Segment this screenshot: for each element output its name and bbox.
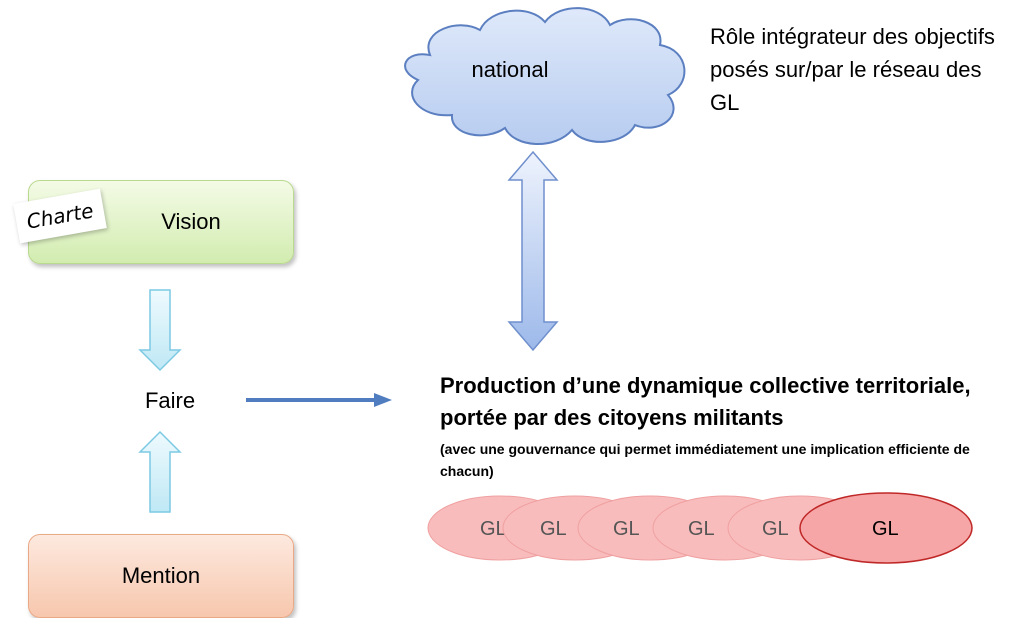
gl-label: GL — [762, 518, 789, 540]
role-description: Rôle intégrateur des objectifs posés sur… — [710, 24, 995, 115]
gl-network: GL GL GL GL GL GL — [427, 492, 973, 564]
charte-label: Charte — [24, 198, 96, 234]
vision-label: Vision — [161, 209, 221, 234]
gl-label: GL — [480, 518, 507, 540]
production-subtitle: (avec une gouvernance qui permet immédia… — [440, 441, 970, 479]
production-title: Production d’une dynamique collective te… — [440, 373, 971, 430]
mention-label: Mention — [121, 563, 201, 588]
mention-to-faire-arrow — [138, 430, 182, 513]
faire-to-production-connector — [246, 393, 392, 407]
vision-to-faire-arrow — [138, 289, 182, 372]
gl-label: GL — [688, 518, 715, 540]
gl-node-highlighted: GL — [799, 492, 973, 564]
gl-label: GL — [613, 518, 640, 540]
cloud-shape — [404, 7, 686, 145]
national-label: national — [471, 57, 549, 82]
gl-label: GL — [872, 518, 899, 540]
national-link-double-arrow — [507, 150, 559, 352]
faire-label: Faire — [144, 388, 196, 413]
gl-label: GL — [540, 518, 567, 540]
mention-box: Mention — [28, 534, 294, 618]
